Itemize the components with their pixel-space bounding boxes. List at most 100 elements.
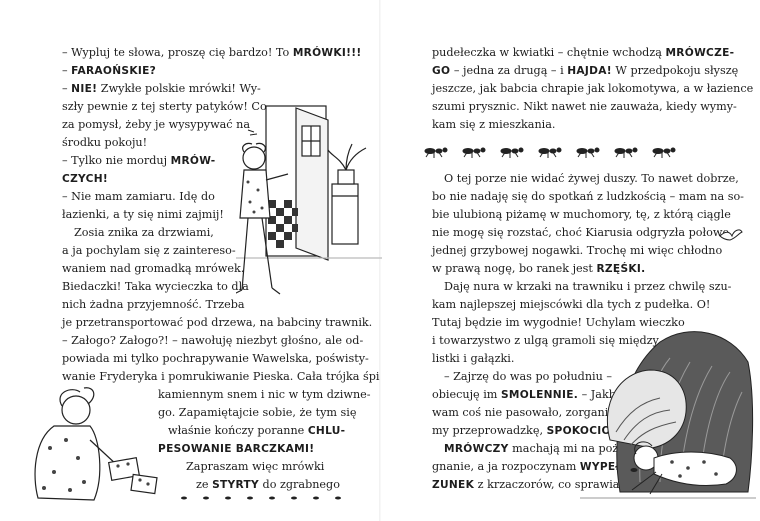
text-line: kamiennym snem i nic w tym dziwne- xyxy=(158,388,371,402)
emphasis-caps: PESOWANIE BARCZKAMI! xyxy=(158,443,315,455)
text-run: Daję nura w krzaki na trawniku i przez c… xyxy=(444,280,732,293)
emphasis-caps: MRÓWCZY xyxy=(444,443,509,455)
text-line: powiada mi tylko pochrapywanie Wawelska,… xyxy=(62,352,369,366)
text-line: go. Zapamiętajcie sobie, że tym się xyxy=(158,406,357,420)
text-run: obiecuję im xyxy=(432,388,501,401)
text-run: a ja pochylam się z zaintereso- xyxy=(62,244,236,257)
text-run: Zosia znika za drzwiami, xyxy=(74,226,214,239)
text-run: – xyxy=(62,64,72,77)
text-line: właśnie kończy poranne CHLU- xyxy=(168,424,345,438)
text-line: – NIE! Zwykłe polskie mrówki! Wy- xyxy=(62,82,261,96)
text-line: GO – jedna za drugą – i HAJDA! W przedpo… xyxy=(432,64,738,78)
text-run: W przedpokoju słyszę xyxy=(611,64,739,77)
text-line: gnanie, a ja rozpoczynam WYPEŁ- xyxy=(432,460,627,474)
text-run: w prawą nogę, bo ranek jest xyxy=(432,262,597,275)
emphasis-caps: ZUNEK xyxy=(432,479,475,491)
girl-at-door-illustration xyxy=(236,105,382,295)
text-run: bo nie nadaję się do spotkań z ludzkości… xyxy=(432,190,744,203)
text-run: za pomysł, żeby je wysypywać na xyxy=(62,118,251,131)
emphasis-caps: CHLU- xyxy=(307,425,346,437)
text-run: kam się z mieszkania. xyxy=(432,118,556,131)
text-line: ze STYRTY do zgrabnego xyxy=(196,478,340,492)
text-line: – Zajrzę do was po południu – xyxy=(444,370,612,384)
text-line: ZUNEK z krzaczorów, co sprawia xyxy=(432,478,619,492)
text-line: nich żadna przyjemność. Trzeba xyxy=(62,298,245,312)
text-run: gnanie, a ja rozpoczynam xyxy=(432,460,580,473)
text-run: waniem nad gromadką mrówek. xyxy=(62,262,245,275)
text-line: MRÓWCZY machają mi na poże- xyxy=(444,442,629,456)
text-run: – xyxy=(62,82,72,95)
text-line: listki i gałązki. xyxy=(432,352,514,366)
emphasis-caps: CZYCH! xyxy=(62,173,109,185)
text-run: wam coś nie pasowało, zorganizuje- xyxy=(432,406,636,419)
text-run: pudełeczka w kwiatki – chętnie wchodzą xyxy=(432,46,666,59)
text-line: Zapraszam więc mrówki xyxy=(186,460,324,474)
text-line: je przetransportować pod drzewa, na babc… xyxy=(62,316,372,330)
text-line: my przeprowadzkę, SPOKOCIO! xyxy=(432,424,616,438)
emphasis-caps: STYRTY xyxy=(212,479,259,491)
text-run: – Wypluj te słowa, proszę cię bardzo! To xyxy=(62,46,293,59)
text-line: bie ulubioną piżamę w muchomory, tę, z k… xyxy=(432,208,731,222)
text-run: jeszcze, jak babcia chrapie jak lokomoty… xyxy=(432,82,754,95)
text-run: – Tylko nie morduj xyxy=(62,154,171,167)
text-run: Biedaczki! Taka wycieczka to dla xyxy=(62,280,249,293)
emphasis-caps: HAJDA! xyxy=(567,65,612,77)
text-run: Zapraszam więc mrówki xyxy=(186,460,325,473)
bird-illustration xyxy=(719,229,743,241)
text-run: wanie Fryderyka i pomrukiwanie Pieska. C… xyxy=(62,370,380,383)
text-line: Zosia znika za drzwiami, xyxy=(74,226,214,240)
text-line: wanie Fryderyka i pomrukiwanie Pieska. C… xyxy=(62,370,380,384)
text-line: i towarzystwo z ulgą gramoli się między xyxy=(432,334,659,348)
emphasis-caps: MRÓWKI!!! xyxy=(292,47,362,59)
text-line: a ja pochylam się z zaintereso- xyxy=(62,244,236,258)
emphasis-caps: WYPEŁ- xyxy=(579,461,628,473)
text-run: szły pewnie z tej sterty patyków! Co xyxy=(62,100,267,113)
text-line: jednej grzybowej nogawki. Trochę mi więc… xyxy=(432,244,722,258)
text-run: nie mogę się rozstać, choć Kiarusia odgr… xyxy=(432,226,730,239)
text-run: my przeprowadzkę, xyxy=(432,424,547,437)
text-line: wam coś nie pasowało, zorganizuje- xyxy=(432,406,635,420)
emphasis-caps: FARAOŃSKIE? xyxy=(71,65,157,77)
text-line: obiecuję im SMOLENNIE. – Jakby xyxy=(432,388,622,402)
text-run: do zgrabnego xyxy=(258,478,340,491)
text-line: szumi prysznic. Nikt nawet nie zauważa, … xyxy=(432,100,737,114)
text-line: za pomysł, żeby je wysypywać na xyxy=(62,118,250,132)
text-run: listki i gałązki. xyxy=(432,352,515,365)
text-run: Zwykłe polskie mrówki! Wy- xyxy=(97,82,261,95)
text-run: ze xyxy=(196,478,213,491)
text-line: – FARAOŃSKIE? xyxy=(62,64,156,78)
text-run: powiada mi tylko pochrapywanie Wawelska,… xyxy=(62,352,369,365)
text-run: machają mi na poże- xyxy=(508,442,629,455)
text-line: O tej porze nie widać żywej duszy. To na… xyxy=(444,172,739,186)
text-run: Tutaj będzie im wygodnie! Uchylam wieczk… xyxy=(432,316,685,329)
text-line: – Wypluj te słowa, proszę cię bardzo! To… xyxy=(62,46,362,60)
text-run: z krzaczorów, co sprawia xyxy=(474,478,620,491)
text-run: go. Zapamiętajcie sobie, że tym się xyxy=(158,406,357,419)
text-line: – Nie mam zamiaru. Idę do xyxy=(62,190,215,204)
emphasis-caps: MRÓW- xyxy=(170,155,216,167)
text-run: je przetransportować pod drzewa, na babc… xyxy=(62,316,373,329)
ant-row-illustration xyxy=(424,147,676,158)
text-line: CZYCH! xyxy=(62,172,108,186)
text-run: – jedna za drugą – i xyxy=(450,64,568,77)
text-run: jednej grzybowej nogawki. Trochę mi więc… xyxy=(432,244,723,257)
text-line: Biedaczki! Taka wycieczka to dla xyxy=(62,280,249,294)
emphasis-caps: GO xyxy=(432,65,451,77)
girl-kneeling-illustration xyxy=(34,387,158,501)
text-line: nie mogę się rozstać, choć Kiarusia odgr… xyxy=(432,226,729,240)
text-run: łazienki, a ty się nimi zajmij! xyxy=(62,208,224,221)
text-run: – Nie mam zamiaru. Idę do xyxy=(62,190,215,203)
text-line: bo nie nadaję się do spotkań z ludzkości… xyxy=(432,190,744,204)
text-run: kam najlepszej miejscówki dla tych z pud… xyxy=(432,298,711,311)
text-line: łazienki, a ty się nimi zajmij! xyxy=(62,208,224,222)
text-run: kamiennym snem i nic w tym dziwne- xyxy=(158,388,371,401)
text-line: PESOWANIE BARCZKAMI! xyxy=(158,442,314,456)
text-line: kam się z mieszkania. xyxy=(432,118,555,132)
text-run: i towarzystwo z ulgą gramoli się między xyxy=(432,334,659,347)
text-line: szły pewnie z tej sterty patyków! Co xyxy=(62,100,267,114)
text-run: właśnie kończy poranne xyxy=(168,424,308,437)
emphasis-caps: MRÓWCZE- xyxy=(665,47,735,59)
text-line: pudełeczka w kwiatki – chętnie wchodzą M… xyxy=(432,46,734,60)
text-line: waniem nad gromadką mrówek. xyxy=(62,262,244,276)
